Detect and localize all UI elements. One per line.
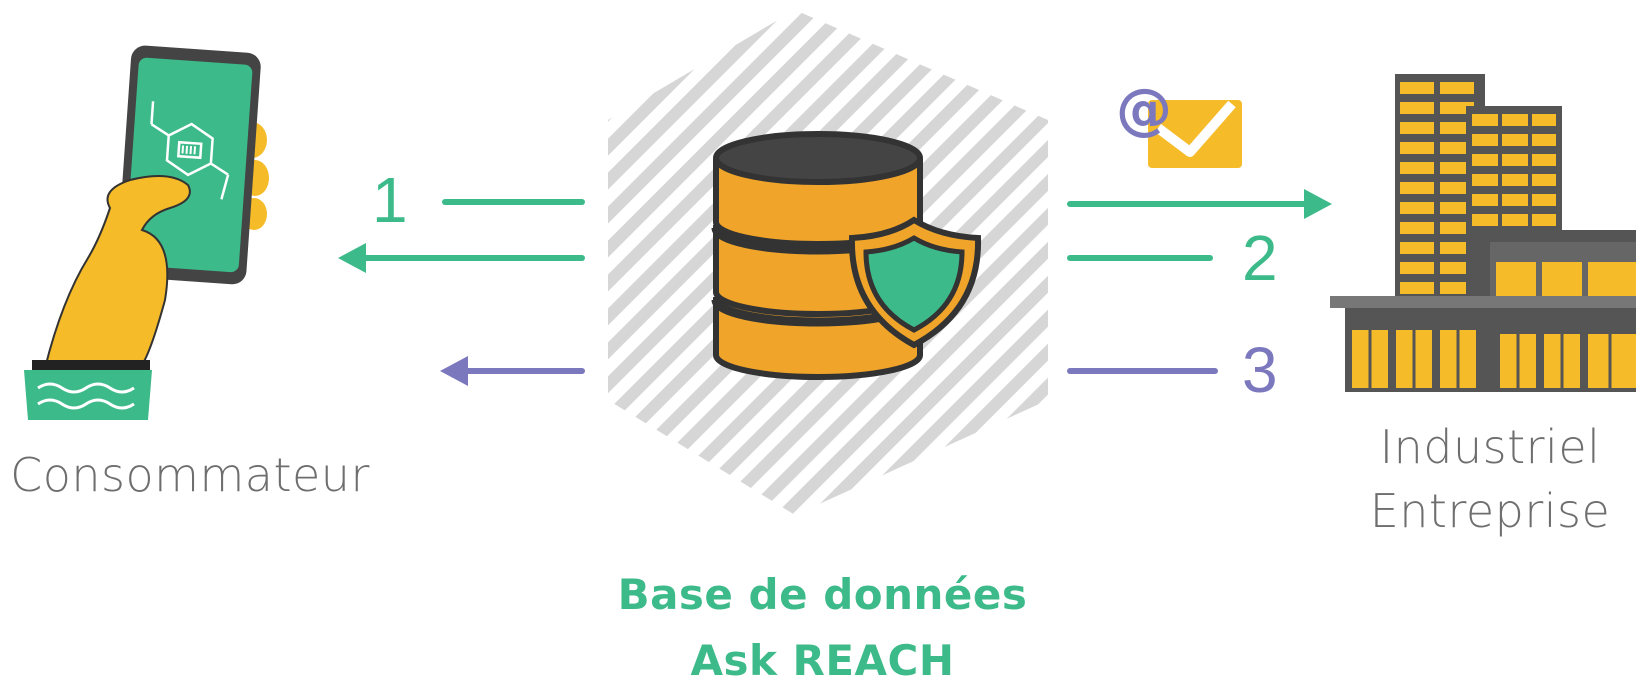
arrow-step3-to-consumer bbox=[440, 356, 585, 386]
arrow-step2-to-industry bbox=[1067, 189, 1332, 261]
step-number-1: 1 bbox=[372, 164, 408, 236]
shield-icon bbox=[848, 216, 982, 349]
at-sign-envelope-icon: @ bbox=[1116, 77, 1242, 168]
industry-label-line1: Industriel bbox=[1379, 420, 1601, 474]
consumer-label: Consommateur bbox=[10, 448, 370, 502]
industry-label-line2: Entreprise bbox=[1369, 484, 1611, 538]
hand-holding-smartphone-icon bbox=[24, 45, 269, 420]
arrow-step1-to-consumer bbox=[338, 199, 585, 273]
svg-text:@: @ bbox=[1116, 77, 1172, 142]
database-label-line2: Ask REACH bbox=[690, 636, 955, 685]
industry-label: Industriel Entreprise bbox=[1340, 415, 1636, 543]
database-label-line1: Base de données bbox=[617, 570, 1028, 619]
office-buildings-icon bbox=[1330, 74, 1636, 392]
step-number-2: 2 bbox=[1242, 222, 1278, 294]
database-label: Base de données Ask REACH bbox=[550, 562, 1095, 694]
step-number-3: 3 bbox=[1242, 334, 1278, 406]
